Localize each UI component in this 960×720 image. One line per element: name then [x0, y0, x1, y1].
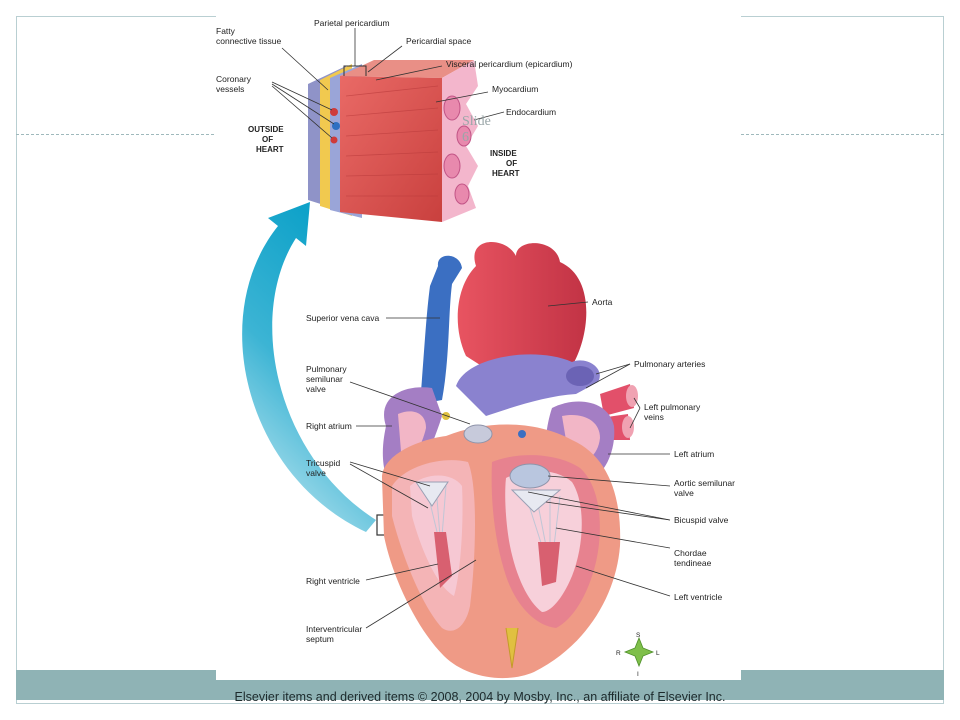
label-septum-2: septum	[306, 634, 334, 644]
compass-s: S	[636, 632, 641, 639]
label-aortic-semilunar-2: valve	[674, 488, 694, 498]
label-fatty-tissue-2: connective tissue	[216, 36, 281, 46]
label-chordae-1: Chordae	[674, 548, 707, 558]
label-bicuspid: Bicuspid valve	[674, 515, 729, 525]
label-tricuspid-1: Tricuspid	[306, 458, 340, 468]
myocardium-front	[340, 76, 442, 222]
pulmonary-artery-shape	[456, 354, 600, 416]
compass-l: L	[656, 650, 660, 657]
label-right-ventricle: Right ventricle	[306, 576, 360, 586]
svc-shape	[420, 255, 462, 404]
label-inside-3: HEART	[492, 169, 520, 178]
label-aortic-semilunar-1: Aortic semilunar	[674, 478, 735, 488]
label-left-pulm-veins-1: Left pulmonary	[644, 402, 701, 412]
label-outside-1: OUTSIDE	[248, 125, 284, 134]
label-right-atrium: Right atrium	[306, 421, 352, 431]
label-septum-1: Interventricular	[306, 624, 362, 634]
label-superior-vena-cava: Superior vena cava	[306, 313, 380, 323]
coronary-vessel	[330, 136, 338, 144]
label-left-ventricle: Left ventricle	[674, 592, 722, 602]
bicuspid-valve-shape	[510, 489, 562, 513]
slide-number-text: Slide 6	[462, 114, 491, 145]
copyright-credit: Elsevier items and derived items © 2008,…	[234, 690, 726, 704]
label-pulm-semilunar-1: Pulmonary	[306, 364, 347, 374]
label-pulmonary-arteries: Pulmonary arteries	[634, 359, 705, 369]
label-fatty-tissue-1: Fatty	[216, 26, 236, 36]
label-inside-2: OF	[506, 159, 517, 168]
heart-diagram: Parietal pericardium Fatty connective ti…	[216, 18, 735, 679]
label-aorta: Aorta	[592, 297, 613, 307]
heart-cross-section	[382, 242, 638, 679]
tricuspid-valve-shape	[415, 481, 449, 507]
label-outside-3: HEART	[256, 145, 284, 154]
label-endocardium: Endocardium	[506, 107, 556, 117]
label-parietal-pericardium: Parietal pericardium	[314, 18, 390, 28]
aortic-valve-shape	[509, 463, 551, 489]
label-pericardial-space: Pericardial space	[406, 36, 471, 46]
label-pulm-semilunar-2: semilunar	[306, 374, 343, 384]
label-coronary-1: Coronary	[216, 74, 252, 84]
compass-i: I	[637, 671, 639, 678]
label-pulm-semilunar-3: valve	[306, 384, 326, 394]
label-visceral-pericardium: Visceral pericardium (epicardium)	[446, 59, 573, 69]
label-left-pulm-veins-2: veins	[644, 412, 664, 422]
label-inside-1: INSIDE	[490, 149, 517, 158]
aorta-shape	[457, 242, 587, 388]
label-coronary-2: vessels	[216, 84, 244, 94]
pulmonary-valve-shape	[463, 424, 493, 444]
label-tricuspid-2: valve	[306, 468, 326, 478]
compass-rose: S I R L	[616, 632, 660, 678]
slide-number: Slide 6	[462, 114, 491, 146]
label-chordae-2: tendineae	[674, 558, 712, 568]
label-outside-2: OF	[262, 135, 273, 144]
zoom-arrow	[242, 202, 376, 532]
myocardium-top	[340, 60, 474, 78]
compass-r: R	[616, 650, 621, 657]
label-left-atrium: Left atrium	[674, 449, 714, 459]
label-myocardium: Myocardium	[492, 84, 538, 94]
heart-figure: Parietal pericardium Fatty connective ti…	[216, 16, 741, 680]
heart-wall-section: Parietal pericardium Fatty connective ti…	[216, 18, 573, 222]
